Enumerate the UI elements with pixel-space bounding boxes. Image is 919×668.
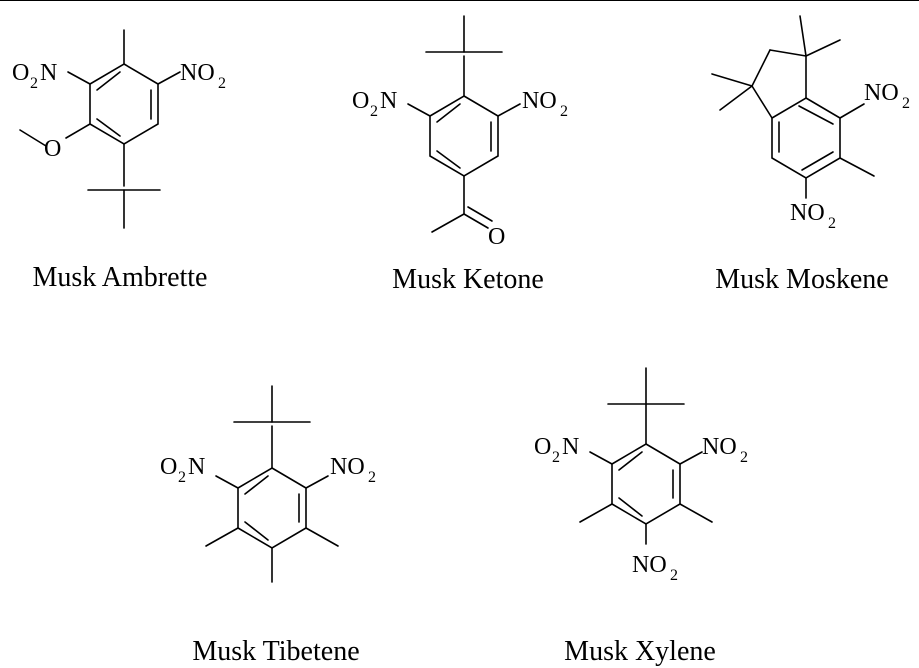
moskene-no2-bottom-sub: 2 xyxy=(828,215,836,232)
xylene-no2-left-sub: 2 xyxy=(552,449,560,466)
ambrette-methoxy-o: O xyxy=(44,136,61,162)
ketone-carbonyl-o: O xyxy=(488,224,505,250)
caption-musk-ambrette: Musk Ambrette xyxy=(33,262,208,293)
xylene-no2-left-n: N xyxy=(562,434,579,460)
moskene-no2-right: NO xyxy=(864,80,899,106)
moskene-no2-right-sub: 2 xyxy=(902,95,910,112)
structure-musk-ambrette: O 2 N NO 2 O xyxy=(12,29,226,229)
ketone-no2-left-o: O xyxy=(352,88,369,114)
ambrette-no2-left-sub: 2 xyxy=(30,75,38,92)
tibetene-no2-right-sub: 2 xyxy=(368,469,376,486)
xylene-no2-bottom-sub: 2 xyxy=(670,567,678,584)
caption-musk-tibetene: Musk Tibetene xyxy=(192,636,359,667)
caption-musk-ketone: Musk Ketone xyxy=(392,264,544,295)
xylene-no2-right: NO xyxy=(702,434,737,460)
structure-musk-tibetene: O 2 N NO 2 xyxy=(160,385,376,583)
xylene-no2-left-o: O xyxy=(534,434,551,460)
ambrette-no2-left-n: N xyxy=(40,60,57,86)
caption-musk-moskene: Musk Moskene xyxy=(715,264,888,295)
ketone-no2-left-n: N xyxy=(380,88,397,114)
ambrette-no2-right: NO xyxy=(180,60,215,86)
structure-musk-ketone: O 2 N NO 2 O xyxy=(352,15,568,250)
moskene-no2-bottom: NO xyxy=(790,200,825,226)
tibetene-no2-left-sub: 2 xyxy=(178,469,186,486)
tibetene-no2-left-o: O xyxy=(160,454,177,480)
ketone-no2-right: NO xyxy=(522,88,557,114)
ketone-no2-right-sub: 2 xyxy=(560,103,568,120)
svg-text:O: O xyxy=(12,60,29,86)
structure-musk-xylene: O 2 N NO 2 NO 2 xyxy=(534,367,748,584)
ambrette-no2-right-sub: 2 xyxy=(218,75,226,92)
xylene-no2-bottom: NO xyxy=(632,552,667,578)
tibetene-no2-right: NO xyxy=(330,454,365,480)
tibetene-no2-left-n: N xyxy=(188,454,205,480)
ketone-no2-left-sub: 2 xyxy=(370,103,378,120)
xylene-no2-right-sub: 2 xyxy=(740,449,748,466)
caption-musk-xylene: Musk Xylene xyxy=(564,636,716,667)
structure-musk-moskene: NO 2 NO 2 xyxy=(711,15,910,232)
ambrette-no2-left-o: O xyxy=(12,60,29,86)
